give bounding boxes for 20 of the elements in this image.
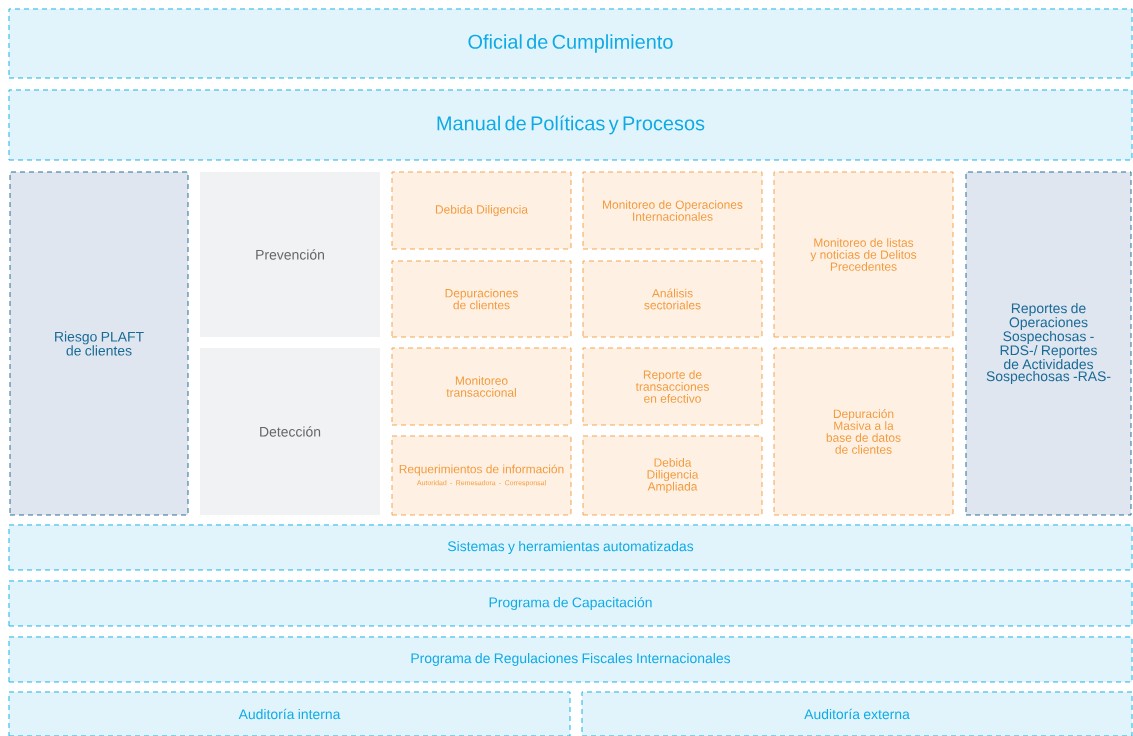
process-box: Debida Diligencia Ampliada [582,435,763,516]
banner-box: Auditoría interna [8,691,571,736]
process-box: Reporte de transacciones en efectivo [582,347,763,426]
banner-box: Auditoría externa [581,691,1133,736]
process-box: Monitoreo de Operaciones Internacionales [582,171,763,250]
process-box: Monitoreo transaccional [391,347,572,426]
category-box: Reportes de Operaciones Sospechosas -RDS-/ Reportes de Actividades Sospechosas -RAS- [965,171,1132,516]
process-box: Depuraciones de clientes [391,260,572,338]
process-box: Análisis sectoriales [582,260,763,338]
stage-box: Detección [200,348,380,515]
stage-box: Prevención [200,172,380,337]
banner-box: Manual de Políticas y Procesos [8,89,1133,161]
process-box: Monitoreo de listas y noticias de Delitos Precedentes [773,171,954,338]
banner-box: Sistemas y herramientas automatizadas [8,524,1133,571]
banner-box: Programa de Regulaciones Fiscales Internacionales [8,636,1133,683]
category-box: Riesgo PLAFT de clientes [9,171,189,516]
process-box: Depuración Masiva a la base de datos de clientes [773,347,954,516]
banner-box: Programa de Capacitación [8,580,1133,627]
process-box: Debida Diligencia [391,171,572,250]
banner-box: Oficial de Cumplimiento [8,8,1133,79]
